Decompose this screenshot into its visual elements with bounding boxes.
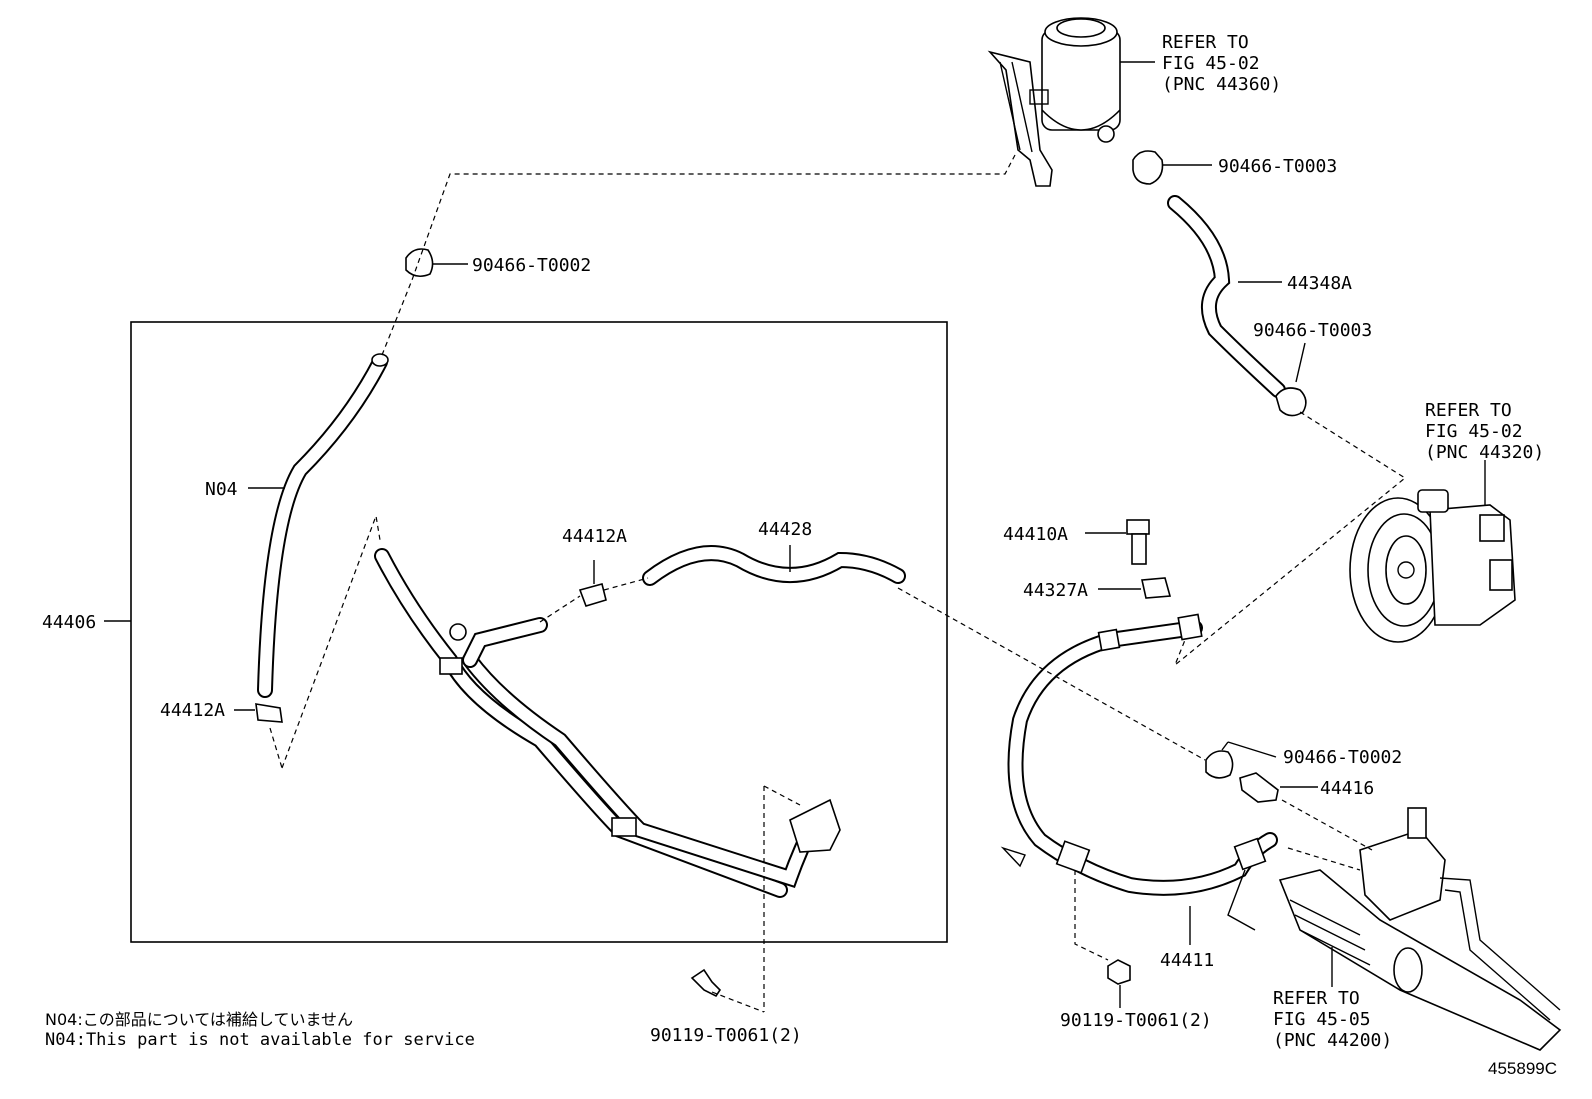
return-tube-drawing: [374, 548, 841, 898]
hose-44428-drawing: [642, 545, 906, 586]
note-jp: N04:この部品については補給していません: [45, 1010, 353, 1029]
dashed-leaders: [269, 154, 1407, 1013]
bolt-right-drawing: [1107, 959, 1131, 1008]
reservoir-drawing: [987, 17, 1155, 187]
note-en: N04:This part is not available for servi…: [45, 1030, 475, 1050]
label-clip-mid-right: 90466-T0003: [1253, 320, 1372, 341]
label-pump-ref-3: (PNC 44320): [1425, 442, 1544, 463]
label-clamp-left: 44412A: [160, 700, 225, 721]
steering-gear-drawing: [1278, 807, 1562, 1051]
clip-top-right-drawing: [1132, 150, 1212, 185]
clip-top-left-drawing: [405, 248, 468, 278]
assembly-box-44406: [130, 321, 948, 943]
label-gear-ref-2: FIG 45-05: [1273, 1009, 1371, 1030]
bolt-left-drawing: [690, 968, 722, 998]
gasket-44327a-drawing: [1098, 577, 1172, 599]
label-gear-ref-3: (PNC 44200): [1273, 1030, 1392, 1051]
label-bolt-right: 90119-T0061(2): [1060, 1010, 1212, 1031]
clip-mid-right-drawing: [1275, 342, 1307, 417]
bolt-44410a-drawing: [1085, 519, 1150, 565]
label-gear-ref-1: REFER TO: [1273, 988, 1360, 1009]
label-hose-44348a: 44348A: [1287, 273, 1352, 294]
clamp-left-drawing: [234, 703, 283, 723]
figure-id: 455899C: [1488, 1059, 1557, 1078]
hose-n04-drawing: [248, 353, 389, 698]
label-pump-ref-2: FIG 45-02: [1425, 421, 1523, 442]
label-n04: N04: [205, 479, 238, 500]
clip-lower-right-drawing: [1205, 741, 1277, 779]
label-reservoir-ref-3: (PNC 44360): [1162, 74, 1281, 95]
label-44406: 44406: [42, 612, 96, 633]
label-clip-top-right: 90466-T0003: [1218, 156, 1337, 177]
label-clip-top-left: 90466-T0002: [472, 255, 591, 276]
clamp-mid-drawing: [578, 560, 607, 607]
label-44327a: 44327A: [1023, 580, 1088, 601]
hose-44348a-drawing: [1167, 195, 1286, 398]
label-44416: 44416: [1320, 778, 1374, 799]
label-44411: 44411: [1160, 950, 1214, 971]
label-bolt-left: 90119-T0061(2): [650, 1025, 802, 1046]
label-44428: 44428: [758, 519, 812, 540]
label-pump-ref-1: REFER TO: [1425, 400, 1512, 421]
label-clip-lower-right: 90466-T0002: [1283, 747, 1402, 768]
label-clamp-mid: 44412A: [562, 526, 627, 547]
fitting-44416-drawing: [1239, 772, 1318, 803]
label-44410a: 44410A: [1003, 524, 1068, 545]
pressure-hose-44411-drawing: [1000, 613, 1278, 945]
pump-drawing: [1349, 460, 1516, 643]
label-reservoir-ref-2: FIG 45-02: [1162, 53, 1260, 74]
label-reservoir-ref-1: REFER TO: [1162, 32, 1249, 53]
